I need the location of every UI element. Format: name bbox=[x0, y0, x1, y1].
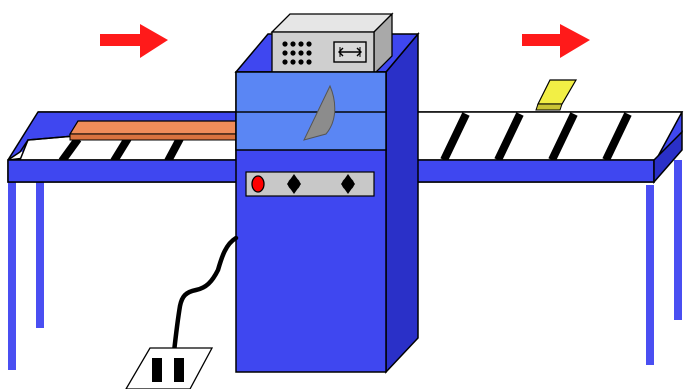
power-cord bbox=[171, 235, 239, 355]
left-back-leg bbox=[36, 180, 44, 328]
double-arrow-icon bbox=[333, 41, 367, 63]
control-panel bbox=[245, 171, 375, 197]
input-arrow-icon bbox=[100, 24, 168, 58]
power-indicator-light[interactable] bbox=[251, 175, 265, 193]
power-outlet-icon bbox=[125, 347, 214, 389]
stop-button[interactable] bbox=[341, 174, 355, 194]
right-conveyor bbox=[385, 111, 684, 184]
machine-front bbox=[235, 71, 387, 373]
control-unit bbox=[270, 12, 394, 76]
right-conveyor-rollers bbox=[440, 112, 632, 162]
keypad-icon bbox=[282, 41, 312, 65]
left-front-leg bbox=[8, 180, 16, 370]
saw-blade-icon bbox=[303, 84, 336, 141]
right-conveyor-bed bbox=[399, 111, 684, 161]
workpiece-board bbox=[68, 120, 245, 141]
right-back-leg bbox=[674, 160, 682, 320]
left-conveyor-legs bbox=[8, 180, 44, 370]
machine-side bbox=[385, 31, 419, 374]
output-arrow-icon bbox=[522, 24, 590, 58]
left-conveyor-rail bbox=[7, 159, 241, 183]
right-conveyor-legs bbox=[646, 160, 682, 365]
cut-piece bbox=[535, 79, 578, 111]
start-button[interactable] bbox=[287, 174, 301, 194]
right-conveyor-rail bbox=[385, 159, 655, 183]
right-front-leg bbox=[646, 185, 654, 365]
